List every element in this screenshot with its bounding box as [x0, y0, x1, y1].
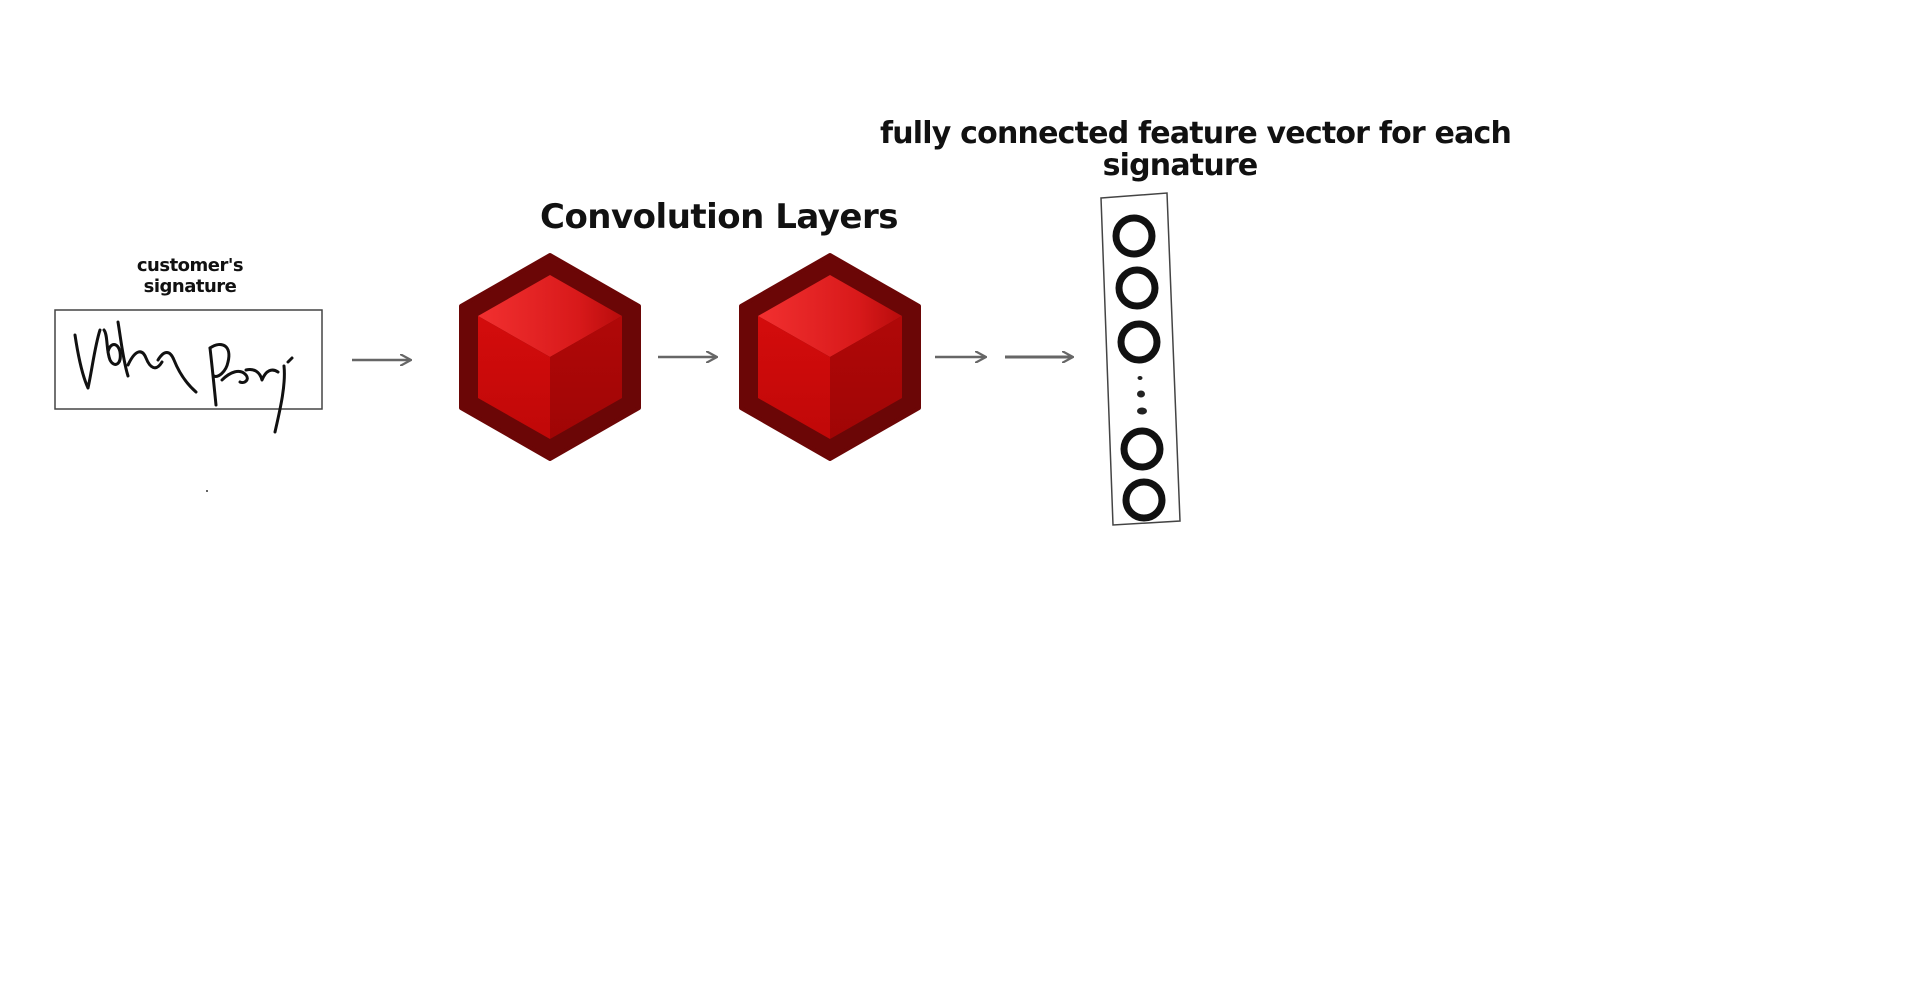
ellipsis-dots — [1137, 376, 1147, 415]
signature-frame — [54, 309, 323, 410]
signature-label-line1: customer's — [136, 255, 244, 276]
signature-label-line2: signature — [143, 276, 237, 297]
neuron-circle-icon — [1112, 214, 1156, 258]
convolution-layers-label: Convolution Layers — [540, 197, 899, 237]
feature-vector-label-line1: fully connected feature vector for each — [880, 116, 1512, 151]
neuron-circle-icon — [1120, 427, 1164, 471]
cube-icon — [739, 253, 921, 461]
neuron-circle-icon — [1115, 266, 1159, 310]
signature-strokes — [73, 320, 294, 434]
stray-dot — [206, 490, 208, 492]
signature-image — [54, 309, 323, 492]
feature-vector-label: fully connected feature vector for each … — [880, 116, 1512, 183]
feature-vector-label-line2: signature — [1102, 148, 1259, 183]
neuron-circle-icon — [1122, 478, 1166, 522]
neuron-circle-icon — [1117, 320, 1161, 364]
feature-vector — [1100, 192, 1181, 526]
cube-icon — [459, 253, 641, 461]
signature-label: customer's signature — [130, 255, 250, 297]
